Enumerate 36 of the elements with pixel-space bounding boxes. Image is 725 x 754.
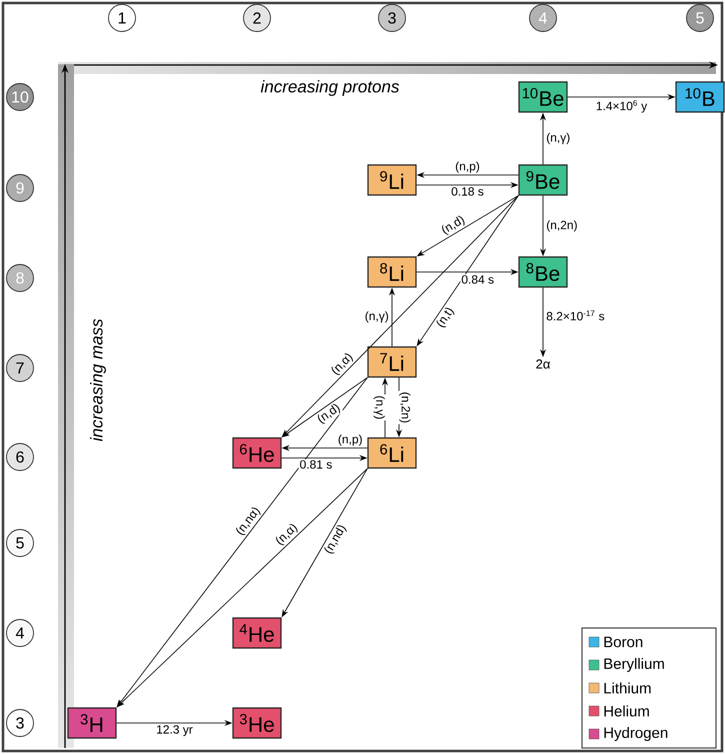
axis-title: increasing protons (260, 80, 400, 96)
isotope-box: $^{10}$Be (518, 81, 568, 113)
edge-label: (n,γ) (364, 310, 390, 324)
edge-label: (n,γ) (545, 132, 572, 146)
legend-label: Beryllium (604, 658, 664, 672)
isotope-box: $^{6}$Li (367, 437, 417, 469)
edge-label: (n,p) (454, 160, 481, 174)
edge-label: 12.3 yr (155, 724, 194, 738)
isotope-box: $^{6}$He (232, 437, 282, 469)
edge-label: 8.2×10$^{-17}$ s (545, 309, 606, 322)
legend-label: Boron (604, 636, 642, 648)
edge-label: 1.4×10$^{6}$ y (594, 99, 648, 114)
isotope-box: $^{7}$Li (367, 346, 417, 378)
edge-label: (n,t) (433, 304, 458, 331)
isotope-box: $^{10}$B (675, 81, 725, 113)
isotope-box: $^{8}$Be (518, 256, 568, 288)
edge-label: (n,d) (438, 212, 468, 238)
edge-label: (n,γ) (372, 394, 386, 420)
legend-label: Lithium (604, 682, 651, 694)
axis-title: increasing mass (90, 318, 106, 442)
decay-product: 2α (536, 359, 550, 369)
edge-label: 0.84 s (460, 274, 496, 285)
edge-label: (n,p) (336, 434, 364, 447)
edge-label: 0.18 s (450, 186, 485, 197)
isotope-box: $^{3}$He (232, 707, 282, 739)
isotope-box: $^{9}$Be (518, 164, 568, 196)
isotope-box: $^{9}$Li (367, 164, 417, 196)
isotope-box: $^{4}$He (232, 617, 282, 649)
edge-label: (n,2n) (545, 219, 579, 233)
isotope-box: $^{3}$H (67, 707, 117, 739)
edge-label: (n,2n) (398, 390, 412, 424)
isotope-box: $^{8}$Li (367, 256, 417, 288)
edge-label: (n,d) (314, 400, 344, 427)
edge-label: 0.81 s (298, 459, 334, 470)
legend-label: Helium (604, 706, 649, 716)
legend-label: Hydrogen (604, 727, 668, 741)
